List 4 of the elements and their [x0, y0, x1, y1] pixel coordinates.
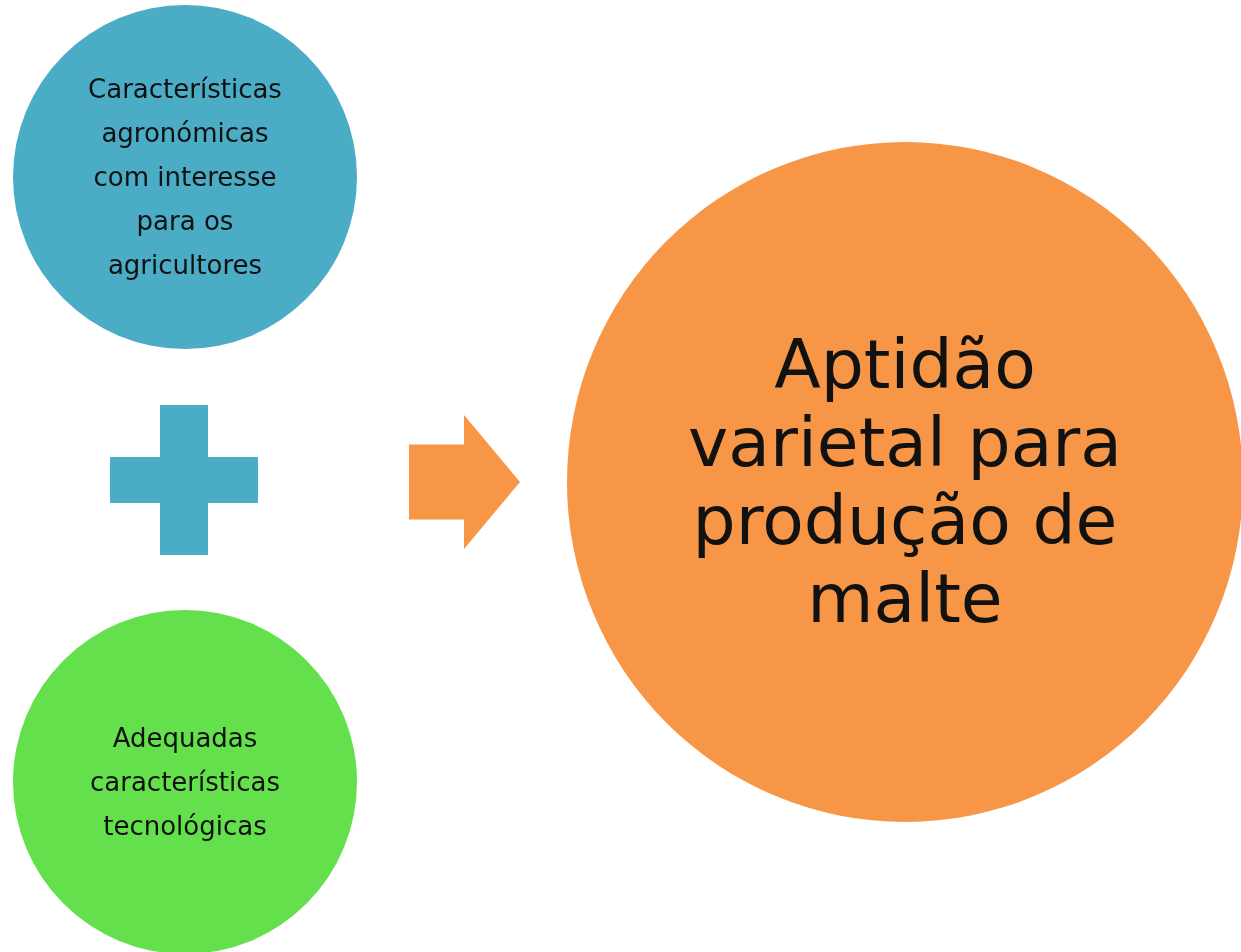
node-text: Características agronómicas com interesse para os agricultores — [87, 73, 283, 282]
block-arrow — [409, 415, 520, 549]
node-text: Aptidão varietal para produção de malte — [687, 326, 1123, 638]
node-text: Adequadas características tecnológicas — [89, 722, 281, 843]
